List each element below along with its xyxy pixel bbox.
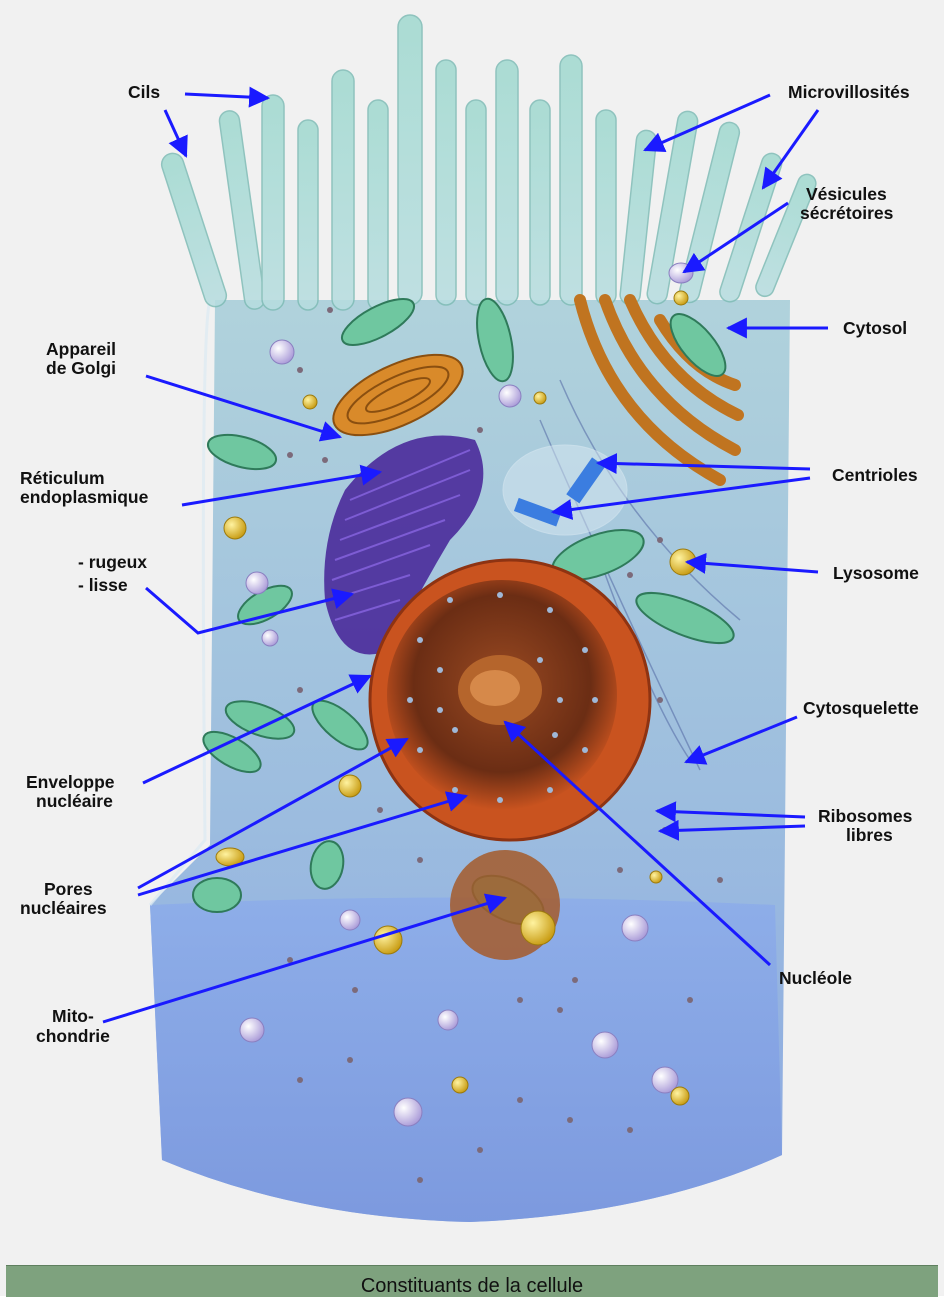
label-reticulum-1: Réticulum — [20, 468, 105, 488]
centrioles — [503, 445, 627, 535]
label-golgi-1: Appareil — [46, 339, 116, 359]
label-microvillosites: Microvillosités — [788, 82, 910, 102]
label-reticulum-2: endoplasmique — [20, 487, 149, 507]
arrow-cils-1 — [185, 94, 268, 98]
label-lysosome: Lysosome — [833, 563, 919, 583]
label-enveloppe-2: nucléaire — [36, 791, 113, 811]
label-vesicules-1: Vésicules — [806, 184, 887, 204]
label-pores-1: Pores — [44, 879, 93, 899]
figure-caption: Constituants de la cellule — [6, 1265, 938, 1297]
label-enveloppe-1: Enveloppe — [26, 772, 115, 792]
label-cytosquelette: Cytosquelette — [803, 698, 919, 718]
label-mito-2: chondrie — [36, 1026, 110, 1046]
label-cytosol: Cytosol — [843, 318, 907, 338]
label-lisse: - lisse — [78, 575, 128, 595]
cell-diagram: Cils Microvillosités Vésicules sécrétoir… — [0, 0, 944, 1265]
label-pores-2: nucléaires — [20, 898, 107, 918]
label-centrioles: Centrioles — [832, 465, 918, 485]
label-ribosomes-2: libres — [846, 825, 893, 845]
label-nucleole: Nucléole — [779, 968, 852, 988]
microvilli — [159, 15, 819, 310]
label-mito-1: Mito- — [52, 1006, 94, 1026]
label-vesicules-2: sécrétoires — [800, 203, 894, 223]
label-rugueux: - rugeux — [78, 552, 147, 572]
nucleus — [370, 560, 650, 840]
arrow-cils-2 — [165, 110, 186, 156]
arrow-microvillosites-1 — [645, 95, 770, 150]
label-ribosomes-1: Ribosomes — [818, 806, 913, 826]
label-golgi-2: de Golgi — [46, 358, 116, 378]
nucleolus — [458, 655, 542, 725]
label-cils: Cils — [128, 82, 160, 102]
